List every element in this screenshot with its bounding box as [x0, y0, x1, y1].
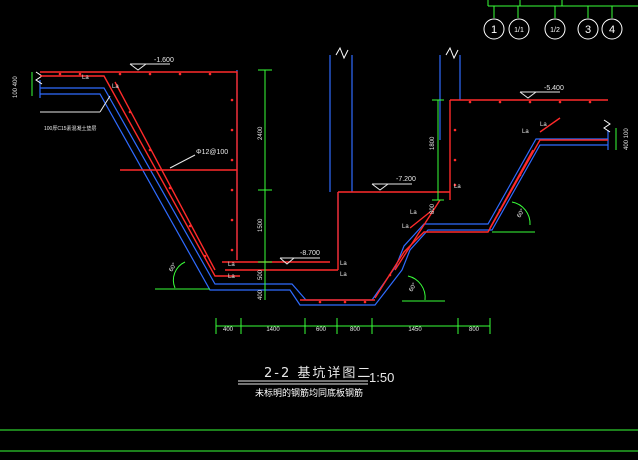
dim-left-depth: 2400 — [258, 126, 264, 140]
elevation-top-left: -1.600 — [154, 57, 174, 64]
sheet-frame — [0, 429, 638, 452]
drawing-title: 2-2 基坑详图二 — [264, 366, 373, 381]
lap-label: La — [112, 84, 119, 90]
lap-label: La — [410, 210, 417, 216]
rebar-lines — [40, 71, 608, 301]
elevation-top-right: -5.400 — [544, 85, 564, 92]
cushion-note: 100厚C15素混凝土垫层 — [44, 125, 97, 132]
lap-label: La — [228, 262, 235, 268]
lap-label: La — [82, 75, 89, 81]
angle-label: 60° — [409, 282, 419, 293]
axis-bubble — [508, 18, 530, 40]
axis-bubble — [544, 18, 566, 40]
axis-grid-markers: 1 1/1 1/2 3 4 — [483, 0, 638, 40]
lap-label: La — [540, 122, 547, 128]
lap-label: La — [402, 224, 409, 230]
dim-left-small-2: 400 — [258, 289, 264, 300]
axis-bubble — [601, 18, 623, 40]
axis-label: 1/1 — [514, 27, 524, 34]
break-lines — [35, 46, 611, 133]
bottom-dim: 800 — [469, 327, 480, 333]
axis-label: 3 — [585, 24, 591, 36]
dimension-lines — [31, 69, 617, 334]
axis-label: 1/2 — [550, 27, 560, 34]
dim-right-upper: 1800 — [430, 136, 436, 150]
dim-left-lower: 1500 — [258, 218, 264, 232]
lap-label: La — [340, 261, 347, 267]
axis-bubble — [577, 18, 599, 40]
title-underline — [238, 380, 368, 385]
bottom-dim: 1450 — [408, 327, 422, 333]
lap-label: La — [522, 129, 529, 135]
rebar-callout: Φ12@100 — [196, 149, 228, 156]
dim-right-top: 400 100 — [624, 128, 630, 150]
axis-bubble — [483, 18, 505, 40]
lap-label: La — [454, 184, 461, 190]
elevation-middle: -7.200 — [396, 176, 416, 183]
lap-label: La — [228, 274, 235, 280]
bottom-dim: 400 — [223, 327, 234, 333]
bottom-dim: 800 — [350, 327, 361, 333]
elevation-markers — [40, 63, 560, 265]
drawing-scale: 1:50 — [369, 370, 395, 385]
dim-left-top: 100 400 — [13, 76, 19, 98]
bottom-dim: 1400 — [266, 327, 280, 333]
dim-left-small-1: 500 — [258, 269, 264, 280]
dim-right-small: 800 — [430, 203, 436, 214]
elevation-pit-bottom: -8.700 — [300, 250, 320, 257]
angle-label: 60° — [169, 262, 179, 273]
axis-label: 1 — [491, 24, 497, 36]
drawing-labels: -1.600 -7.200 -8.700 -5.400 Φ12@100 100厚… — [13, 57, 630, 333]
bottom-dim: 600 — [316, 327, 327, 333]
angle-label: 60° — [517, 208, 527, 219]
drawing-note: 未标明的钢筋均同底板钢筋 — [255, 389, 364, 399]
axis-label: 4 — [609, 24, 615, 36]
lap-label: La — [340, 272, 347, 278]
rebar-dots — [58, 72, 592, 304]
